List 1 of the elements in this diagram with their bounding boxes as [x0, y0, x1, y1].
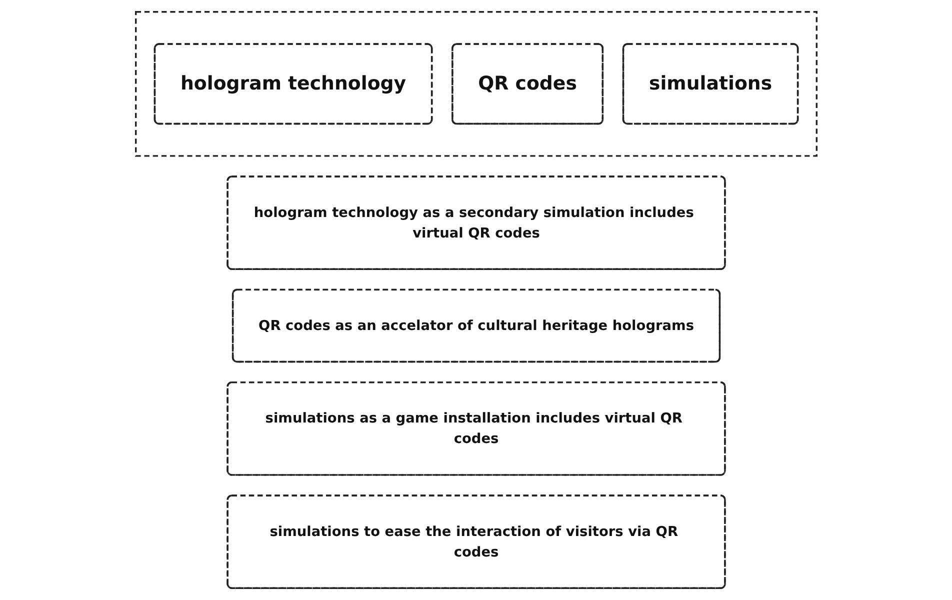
cluster: [134, 11, 818, 157]
